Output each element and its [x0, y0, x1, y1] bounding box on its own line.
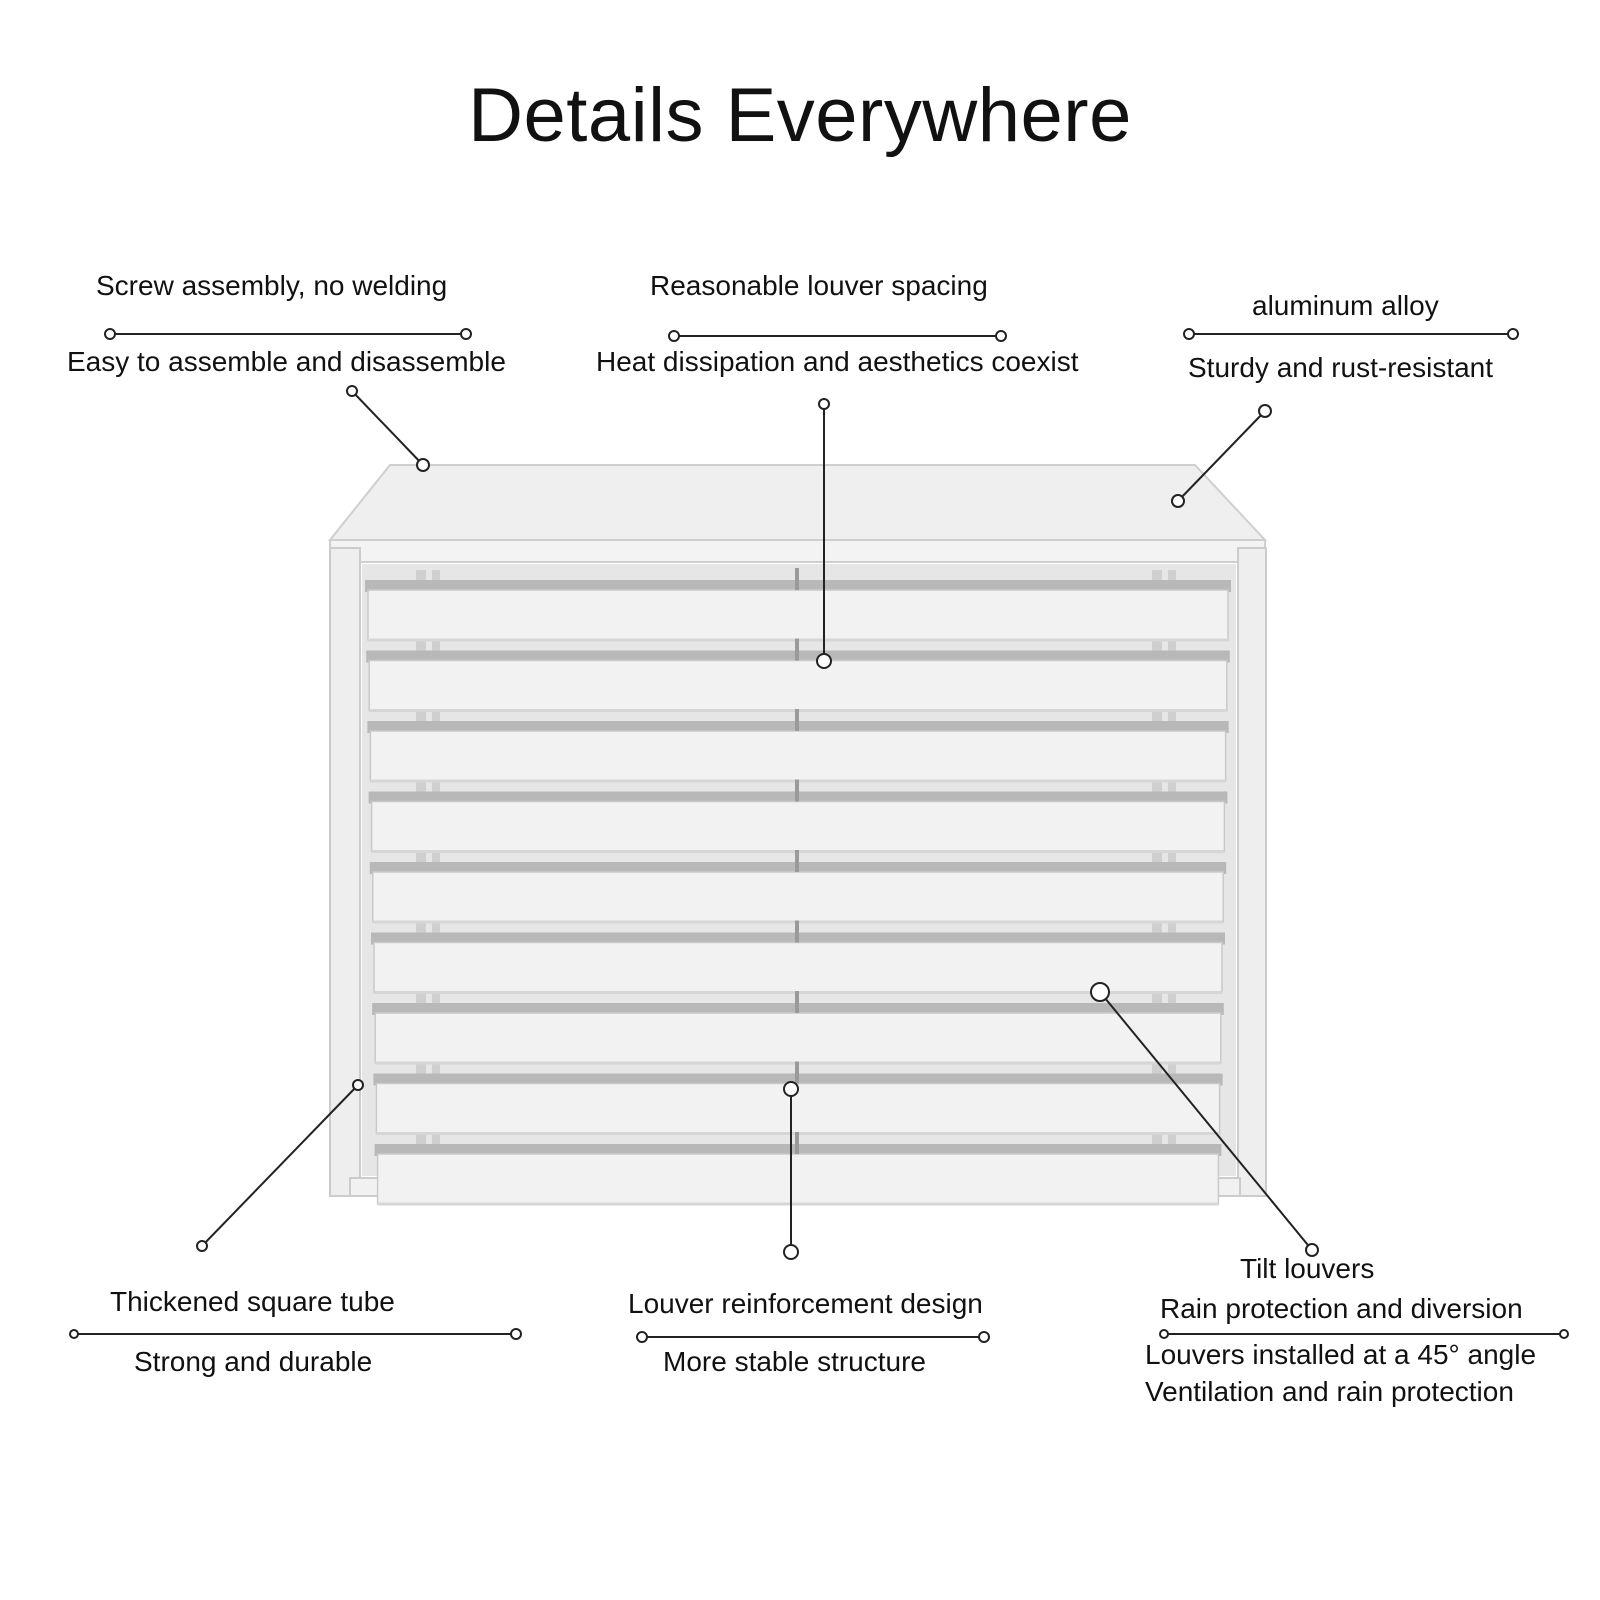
louver-slat-face [368, 659, 1228, 712]
alloy-leader-line [1177, 410, 1266, 502]
reinforcement-rib [795, 850, 799, 872]
louver-slat [374, 1144, 1222, 1206]
tube-callout-title: Thickened square tube [110, 1286, 395, 1317]
tilt-leader-dot-end [1305, 1243, 1319, 1257]
louver-slat-face [369, 730, 1227, 782]
louver-slat [369, 862, 1227, 924]
alloy-leader-dot-end [1171, 494, 1185, 508]
alloy-rule-dot-left [1183, 328, 1195, 340]
screw-leader-line [351, 390, 424, 466]
louver-slat-face [372, 871, 1224, 923]
reinforcement-rib [795, 920, 799, 943]
spacing-leader-dot-start [818, 398, 830, 410]
screw-leader-dot-end [416, 458, 430, 472]
cabinet-front-top-rail [329, 539, 1266, 563]
tilt-callout-line3: Louvers installed at a 45° angle [1145, 1339, 1537, 1370]
louver-slat-face [374, 1012, 1222, 1064]
screw-callout-subtitle: Easy to assemble and disassemble [67, 346, 506, 377]
reinforcement-rib [795, 1132, 799, 1154]
louver-cabinet [327, 464, 1268, 1206]
reinforcement-rib [795, 638, 799, 661]
spacing-callout-title: Reasonable louver spacing [650, 270, 988, 301]
screw-rule-dot-left [104, 328, 116, 340]
page-title: Details Everywhere [468, 73, 1132, 158]
louver-slat-face [370, 800, 1226, 853]
tilt-leader-dot-start [1090, 982, 1110, 1002]
reinforcement-leader-dot-end [783, 1244, 799, 1260]
tilt-rule-dot-left [1159, 1329, 1169, 1339]
reinforcement-rib [795, 568, 799, 590]
tube-leader-line [201, 1084, 359, 1247]
reinforcement-callout-subtitle: More stable structure [663, 1346, 926, 1377]
louver-slat-face [373, 941, 1223, 994]
louver-slats [365, 580, 1231, 1206]
screw-callout-title: Screw assembly, no welding [96, 270, 448, 301]
tube-rule-dot-right [510, 1328, 522, 1340]
tube-leader-dot-start [352, 1079, 364, 1091]
reinforcement-rib [795, 991, 799, 1013]
spacing-rule-dot-right [995, 330, 1007, 342]
tube-leader-dot-end [196, 1240, 208, 1252]
alloy-leader-dot-start [1258, 404, 1272, 418]
tube-callout-subtitle: Strong and durable [134, 1346, 373, 1377]
spacing-leader-dot-end [816, 653, 832, 669]
louver-slat [372, 1003, 1224, 1065]
louver-slat-face [367, 589, 1229, 641]
alloy-rule-dot-right [1507, 328, 1519, 340]
screw-leader-dot-start [346, 385, 358, 397]
louver-reinforcement-ribs [795, 568, 799, 1154]
reinforcement-rib [795, 779, 799, 802]
spacing-rule-dot-left [668, 330, 680, 342]
tube-rule-dot-left [69, 1329, 79, 1339]
cabinet-right-post [1237, 547, 1267, 1197]
tilt-callout-line2: Rain protection and diversion [1160, 1293, 1523, 1324]
louver-slat-face [376, 1153, 1220, 1205]
tilt-leader-line [1099, 991, 1313, 1251]
cabinet-top-panel [327, 464, 1268, 541]
alloy-callout-subtitle: Sturdy and rust-resistant [1188, 352, 1494, 383]
reinforcement-rib [795, 1061, 799, 1084]
reinforcement-rule-dot-right [978, 1331, 990, 1343]
reinforcement-callout-title: Louver reinforcement design [628, 1288, 983, 1319]
louver-slat [366, 650, 1230, 712]
spacing-callout-subtitle: Heat dissipation and aesthetics coexist [596, 346, 1079, 377]
reinforcement-rule-dot-left [636, 1331, 648, 1343]
tilt-callout-title: Tilt louvers [1240, 1253, 1375, 1284]
callout-connectors [69, 328, 1569, 1343]
alloy-callout-title: aluminum alloy [1252, 290, 1439, 321]
tilt-rule-dot-right [1559, 1329, 1569, 1339]
screw-rule-dot-right [460, 328, 472, 340]
reinforcement-leader-dot-start [783, 1081, 799, 1097]
tilt-callout-line4: Ventilation and rain protection [1145, 1376, 1514, 1407]
reinforcement-rib [795, 709, 799, 731]
